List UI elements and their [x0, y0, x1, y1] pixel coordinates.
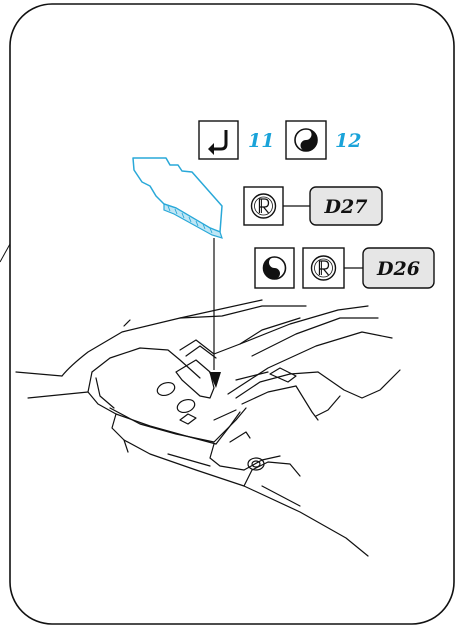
- body-holes: [156, 381, 196, 414]
- hole-right: [176, 398, 196, 414]
- return-arrow-icon: [208, 130, 228, 155]
- reference-d26-row: D26: [254, 247, 435, 289]
- reference-code-d26: D26: [376, 258, 420, 280]
- hole-left: [156, 381, 176, 397]
- machine-body: [15, 299, 401, 557]
- yin-yang-icon: [262, 256, 287, 280]
- step-number-11: 11: [248, 130, 274, 152]
- reference-code-box: [309, 186, 383, 226]
- step-row: 11 12: [198, 120, 361, 160]
- reference-code-box: [362, 247, 435, 289]
- screw-head: [247, 457, 265, 471]
- left-leader-line: [0, 243, 11, 263]
- step-11-icon-box: [198, 120, 239, 160]
- reference-code-d27: D27: [324, 196, 368, 218]
- step-number-12: 12: [335, 130, 361, 152]
- page-frame: [9, 3, 455, 625]
- blue-part: [132, 157, 223, 239]
- registered-r-icon: [310, 255, 337, 281]
- registered-r-icon: [250, 193, 277, 219]
- yin-yang-icon: [294, 128, 318, 152]
- step-12-icon-box: [285, 120, 327, 160]
- insertion-arrow: [209, 372, 221, 388]
- reference-d27-row: D27: [243, 186, 383, 226]
